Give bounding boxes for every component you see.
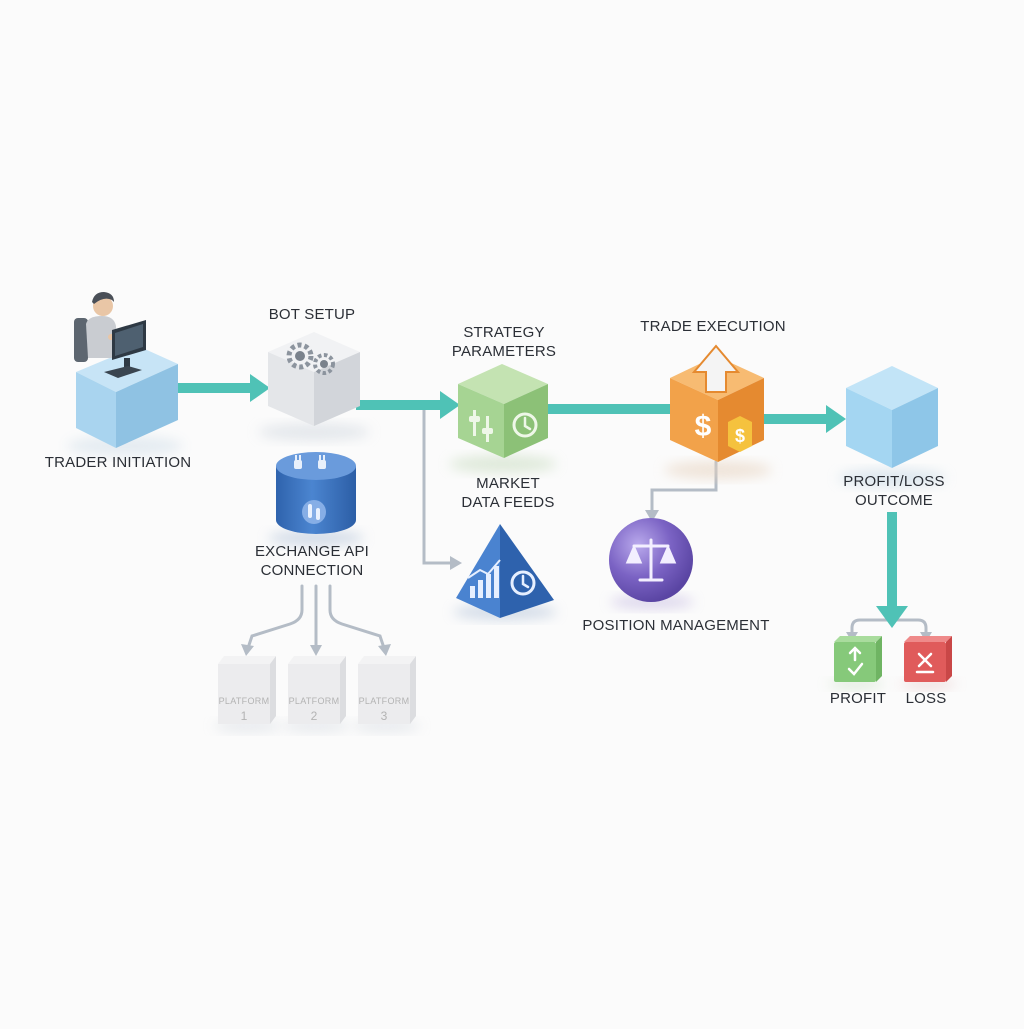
platform-2-box: PLATFORM 2 <box>282 656 350 732</box>
branch-arrowhead-position <box>645 510 659 522</box>
platform-2-name: PLATFORM <box>289 696 340 706</box>
svg-text:$: $ <box>735 426 745 446</box>
arrow-outcome-down-shaft <box>887 512 897 608</box>
bot-setup-node <box>258 332 370 441</box>
platform-3-name: PLATFORM <box>359 696 410 706</box>
balance-scale-icon <box>625 538 677 582</box>
platform-3-box: PLATFORM 3 <box>352 656 420 732</box>
arrow-trader-to-bot-shaft <box>176 383 252 393</box>
slider-icon <box>469 410 493 442</box>
position-management-label: POSITION MANAGEMENT <box>582 617 770 634</box>
platform-1-box: PLATFORM 1 <box>214 656 282 732</box>
branch-to-profit <box>850 618 894 636</box>
loss-node <box>900 636 956 689</box>
exchange-api-label: EXCHANGE API CONNECTION <box>236 542 388 580</box>
connector-icon <box>302 500 326 524</box>
branch-to-platform-3 <box>328 584 386 650</box>
branch-arrowhead-platform-3 <box>378 644 391 656</box>
arrow-trader-to-bot-head <box>250 374 270 402</box>
plug-icon <box>294 455 326 469</box>
market-data-feeds-label-line-1: MARKET <box>476 475 540 492</box>
branch-to-loss <box>890 618 928 636</box>
market-data-feeds-node <box>453 524 557 620</box>
position-management-node <box>609 518 694 609</box>
profit-loss-outcome-node <box>838 366 946 487</box>
platforms-group: PLATFORM 1 PLATFORM 2 PLATFORM 3 <box>214 656 420 732</box>
profit-loss-outcome-label: PROFIT/LOSS OUTCOME <box>832 472 956 510</box>
arrow-strategy-to-execution-shaft <box>548 404 674 414</box>
clock-icon <box>512 412 538 438</box>
exchange-api-label-line-2: CONNECTION <box>260 562 364 579</box>
branch-to-platform-1 <box>246 584 304 650</box>
exchange-api-node <box>268 452 364 546</box>
bar-chart-icon <box>467 559 501 598</box>
bot-setup-label: BOT SETUP <box>268 306 356 323</box>
loss-x-icon <box>915 652 935 674</box>
strategy-parameters-label-line-1: STRATEGY <box>463 324 545 341</box>
coin-icon: $ <box>728 416 752 452</box>
profit-loss-outcome-label-line-2: OUTCOME <box>854 492 934 509</box>
strategy-parameters-label-line-2: PARAMETERS <box>451 343 557 360</box>
platform-1-name: PLATFORM <box>219 696 270 706</box>
branch-to-market-data <box>422 403 454 565</box>
profit-node <box>828 636 884 689</box>
profit-loss-outcome-label-line-1: PROFIT/LOSS <box>843 473 945 490</box>
strategy-parameters-label: STRATEGY PARAMETERS <box>440 323 568 361</box>
strategy-parameters-node <box>449 364 557 473</box>
trader-initiation-node <box>67 292 183 456</box>
loss-label: LOSS <box>905 690 947 707</box>
arrow-bot-to-strategy-shaft <box>356 400 442 410</box>
arrow-execution-to-outcome-shaft <box>762 414 828 424</box>
profit-label: PROFIT <box>829 690 887 707</box>
computer-monitor-icon <box>104 320 146 378</box>
platform-3-number: 3 <box>381 709 388 723</box>
branch-arrowhead-market-data <box>450 556 462 570</box>
market-data-feeds-label: MARKET DATA FEEDS <box>448 474 568 512</box>
clock-icon <box>510 570 536 596</box>
gear-icon <box>286 342 335 375</box>
platform-1-number: 1 <box>241 709 248 723</box>
trade-execution-label: TRADE EXECUTION <box>640 318 786 335</box>
arrow-outcome-down-head <box>876 606 908 628</box>
branch-arrowhead-platform-2 <box>310 645 322 656</box>
svg-text:$: $ <box>695 410 712 443</box>
arrow-execution-to-outcome-head <box>826 405 846 433</box>
market-data-feeds-label-line-2: DATA FEEDS <box>461 494 555 511</box>
trade-execution-node: $ $ <box>664 344 772 479</box>
exchange-api-label-line-1: EXCHANGE API <box>254 543 370 560</box>
trader-person-icon <box>74 292 130 362</box>
main-flow-arrows <box>176 374 908 628</box>
dollar-icon: $ <box>695 410 712 443</box>
trader-initiation-label: TRADER INITIATION <box>44 454 192 471</box>
up-arrow-icon <box>691 344 741 393</box>
arrow-bot-to-strategy-head <box>440 391 460 419</box>
branch-arrowhead-platform-1 <box>241 644 254 656</box>
profit-up-check-icon <box>847 646 864 676</box>
platform-2-number: 2 <box>311 709 318 723</box>
